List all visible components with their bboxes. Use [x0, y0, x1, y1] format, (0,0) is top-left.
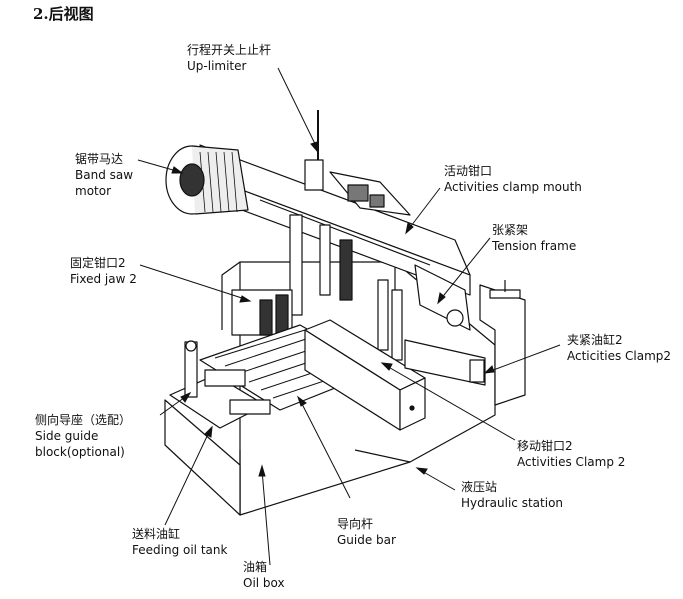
fixed-jaw-shape	[231, 289, 293, 336]
label-hydraulic-station: 液压站 Hydraulic station	[461, 479, 563, 511]
side-guide-shape	[169, 340, 271, 429]
gearbox	[329, 171, 411, 216]
label-up-limiter-en: Up-limiter	[187, 59, 247, 73]
label-side-guide-zh: 侧向导座（选配）	[35, 413, 132, 427]
label-feeding-oil-tank-zh: 送料油缸	[132, 527, 181, 541]
section-title: 2.后视图	[33, 5, 94, 23]
hydraulic-tank	[479, 280, 526, 406]
label-fixed-jaw: 固定钳口2 Fixed jaw 2	[70, 255, 137, 287]
label-fixed-jaw-zh: 固定钳口2	[70, 256, 126, 270]
label-up-limiter: 行程开关上止杆 Up-limiter	[187, 42, 271, 74]
label-moving-jaw-en: Activities Clamp 2	[517, 455, 626, 469]
label-feeding-oil-tank-en: Feeding oil tank	[132, 543, 228, 557]
label-clamp-cylinder: 夹紧油缸2 Acticities Clamp2	[567, 332, 671, 364]
label-band-saw-motor-en2: motor	[75, 184, 112, 198]
label-band-saw-motor-zh: 锯带马达	[75, 152, 124, 166]
label-guide-bar-en: Guide bar	[337, 533, 396, 547]
label-activities-clamp-mouth-en: Activities clamp mouth	[444, 180, 582, 194]
label-moving-jaw-zh: 移动钳口2	[517, 439, 573, 453]
label-tension-frame-en: Tension frame	[492, 239, 577, 253]
label-hydraulic-station-en: Hydraulic station	[461, 496, 564, 510]
label-oil-box-zh: 油箱	[243, 560, 268, 574]
label-band-saw-motor: 锯带马达 Band saw motor	[75, 151, 133, 199]
label-tension-frame-zh: 张紧架	[492, 223, 529, 237]
label-guide-bar-zh: 导向杆	[337, 517, 374, 531]
label-activities-clamp-mouth-zh: 活动钳口	[444, 164, 493, 178]
label-moving-jaw: 移动钳口2 Activities Clamp 2	[517, 438, 625, 470]
label-side-guide-en: Side guide	[35, 429, 99, 443]
label-oil-box: 油箱 Oil box	[243, 559, 285, 591]
leader-lines	[137, 67, 561, 566]
label-fixed-jaw-en: Fixed jaw 2	[70, 272, 137, 286]
label-side-guide-en2: block(optional)	[35, 445, 125, 459]
guide-bar-box	[304, 319, 426, 431]
label-hydraulic-station-zh: 液压站	[461, 480, 498, 494]
label-side-guide: 侧向导座（选配） Side guide block(optional)	[35, 412, 131, 460]
label-clamp-cylinder-zh: 夹紧油缸2	[567, 333, 623, 347]
label-clamp-cylinder-en: Acticities Clamp2	[567, 349, 672, 363]
up-limiter-rod	[304, 110, 324, 191]
columns	[289, 214, 403, 361]
label-feeding-oil-tank: 送料油缸 Feeding oil tank	[132, 526, 227, 558]
label-activities-clamp-mouth: 活动钳口 Activities clamp mouth	[444, 163, 582, 195]
label-tension-frame: 张紧架 Tension frame	[492, 222, 576, 254]
label-guide-bar: 导向杆 Guide bar	[337, 516, 396, 548]
label-oil-box-en: Oil box	[243, 576, 285, 590]
label-up-limiter-zh: 行程开关上止杆	[187, 43, 272, 57]
label-band-saw-motor-en: Band saw	[75, 168, 134, 182]
band-saw-motor-shape	[165, 145, 249, 215]
clamp-cylinder	[404, 339, 486, 386]
